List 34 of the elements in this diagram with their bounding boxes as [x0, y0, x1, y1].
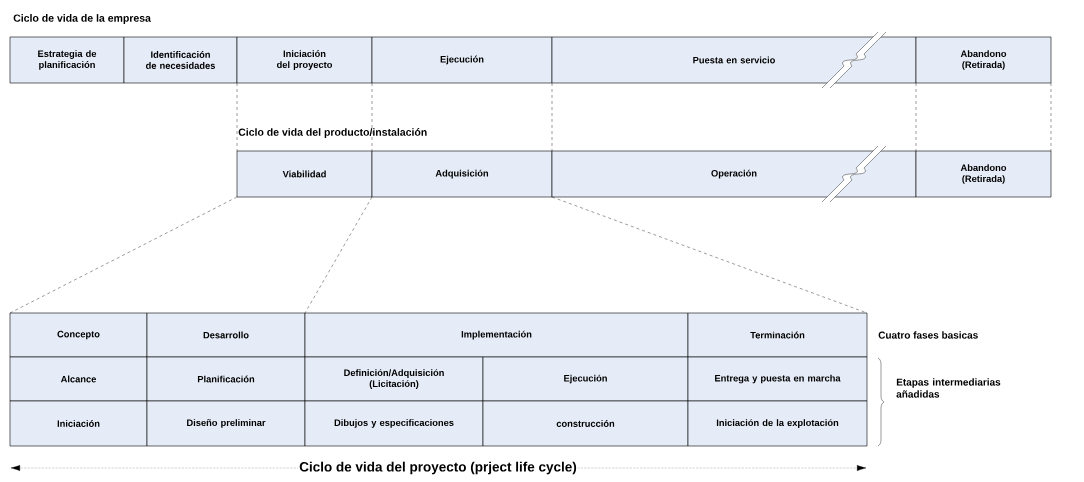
projection-line	[915, 82, 917, 152]
phase-cell: Diseño preliminar	[146, 400, 306, 447]
phase-cell: Iniciación	[9, 400, 148, 447]
phase-cell: Entrega y puesta en marcha	[687, 356, 868, 402]
phase-cell: Abandono (Retirada)	[915, 150, 1052, 198]
phase-cell: Adquisición	[371, 150, 553, 198]
band-title: Ciclo de vida del producto/instalación	[238, 128, 427, 138]
phase-cell: Alcance	[9, 356, 148, 402]
projection-line	[304, 196, 373, 314]
phase-cell: Abandono (Retirada)	[915, 36, 1052, 84]
phase-cell: construcción	[482, 400, 689, 447]
cycle-title: Ciclo de vida del proyecto (prject life cycle)	[298, 460, 578, 476]
phase-cell: Dibujos y especificaciones	[304, 400, 484, 447]
band-title: Ciclo de vida de la empresa	[13, 14, 151, 24]
phase-cell: Viabilidad	[236, 150, 373, 198]
projection-line	[551, 196, 868, 314]
phase-note: Cuatro fases basicas	[878, 331, 978, 339]
phase-cell: Identificación de necesidades	[123, 36, 238, 84]
phase-cell: Estrategia de planificación	[9, 36, 125, 84]
projection-line	[551, 82, 553, 152]
projection-line	[371, 82, 373, 152]
phase-cell: Planificación	[146, 356, 306, 402]
phase-cell: Definición/Adquisición (Licitación)	[304, 356, 484, 402]
phase-cell: Terminación	[687, 312, 868, 358]
phase-cell: Ejecución	[371, 36, 553, 84]
projection-line	[236, 82, 238, 152]
phase-cell: Iniciación de la explotación	[687, 400, 868, 447]
stage-note: Etapas intermediarias añadidas	[896, 378, 1001, 398]
phase-cell: Ejecución	[482, 356, 689, 402]
projection-line	[1050, 82, 1052, 152]
phase-cell: Concepto	[9, 312, 148, 358]
phase-cell: Iniciación del proyecto	[236, 36, 373, 84]
projection-line	[9, 196, 238, 314]
phase-cell: Desarrollo	[146, 312, 306, 358]
